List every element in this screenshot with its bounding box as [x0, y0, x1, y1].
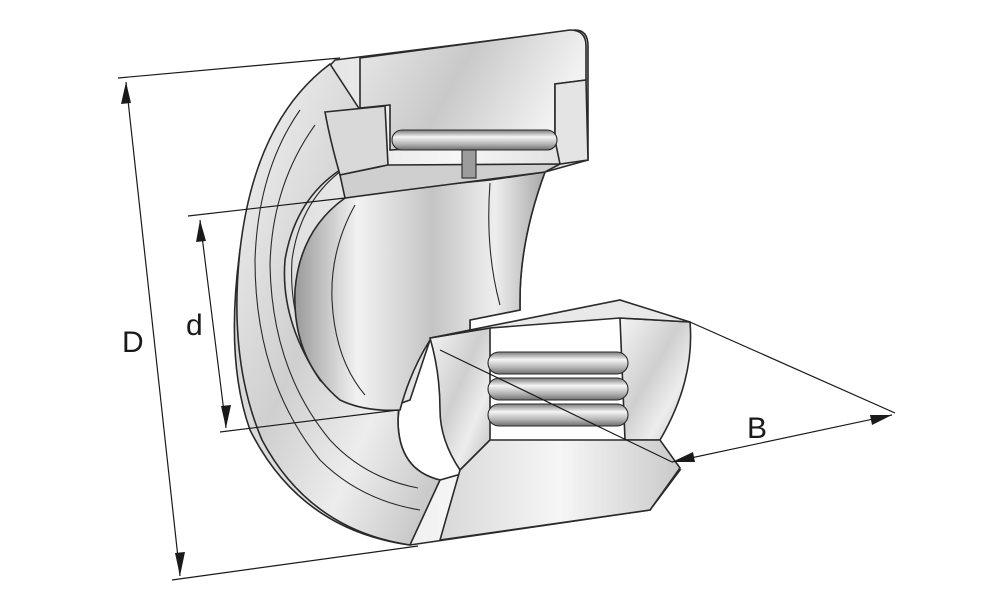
dimension-D: D [117, 57, 419, 581]
dimension-B-label: B [747, 412, 767, 445]
dimension-d-label: d [186, 309, 203, 342]
needle-roller-top [391, 129, 558, 151]
top-section [324, 29, 589, 199]
bore [294, 171, 547, 412]
dimension-D-label: D [122, 326, 144, 359]
needle-roller-bottom-3 [487, 403, 629, 427]
dimension-d: d [186, 197, 399, 433]
dimension-B: B [439, 321, 896, 463]
needle-roller-bottom-2 [487, 377, 629, 401]
needle-roller-bottom-1 [487, 351, 629, 375]
bottom-section [428, 299, 692, 541]
